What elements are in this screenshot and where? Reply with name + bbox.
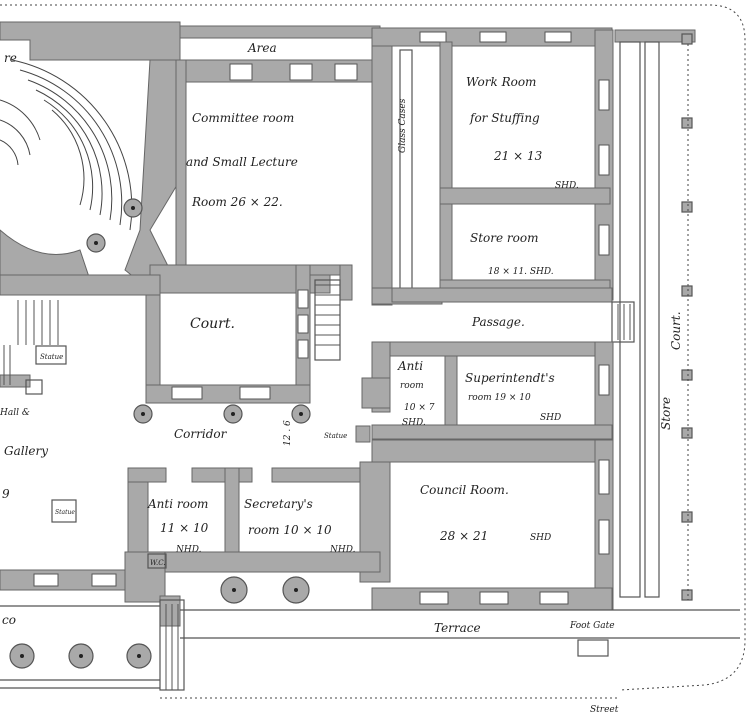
hall-gallery: Statue Hall & Gallery 9 Statue [0,274,161,523]
superintendent-room-label: Superintendt's [465,371,555,385]
gallery-label: Gallery [4,444,48,458]
store-room-dimensions: 18 × 11. SHD. [488,267,554,277]
bottom-right-label: Street [590,705,619,715]
secretary-room-dimensions: room 10 × 10 [248,523,332,537]
anti-room-2-nhd: NHD. [175,545,202,555]
corridor-dimension: 12 . 6 [283,420,293,446]
committee-room-label: Committee room [192,111,294,125]
statue-label-hall: Statue [55,509,75,516]
glass-cases-label: Glass Cases [398,98,408,153]
store-court-label-2: Court. [669,311,683,350]
terrace-label: Terrace [434,621,481,635]
statue-label-corridor: Statue [324,432,347,440]
passage-label: Passage. [471,315,525,329]
store-court-label: Store [659,397,673,430]
anti-room-1-shd: SHD. [402,418,426,428]
anti-room-1-dimensions: 10 × 7 [404,403,435,413]
superintendent-room-shd: SHD [540,413,561,423]
court-label: Court. [190,316,235,332]
superintendent-room-dimensions: room 19 × 10 [468,393,531,403]
hall-label: Hall & [0,408,30,418]
committee-room-label-2: and Small Lecture [186,155,298,169]
hall-dimension: 9 [2,487,10,501]
store-room-label: Store room [470,231,538,245]
anti-room-2-label: Anti room [147,497,208,511]
work-room-shd: SHD. [555,181,579,191]
committee-room-dimensions: Room 26 × 22. [191,195,283,209]
work-room-dimensions: 21 × 13 [493,149,543,163]
wc-label: W.C. [150,559,166,567]
council-room-label: Council Room. [420,483,509,497]
foot-gate-label: Foot Gate [569,621,615,631]
anti-room-1-label-2: room [400,381,424,391]
site-boundary [0,4,746,691]
work-room-label-2: for Stuffing [469,111,540,125]
theatre-label: re [4,51,17,65]
work-room-label: Work Room [466,75,536,89]
council-room-dimensions: 28 × 21 [439,529,488,543]
anti-room-2-dimensions: 11 × 10 [160,521,209,535]
anti-room-1-label: Anti [397,359,423,373]
council-room-shd: SHD [530,533,551,543]
corridor-label: Corridor [174,427,228,441]
secretary-room-label: Secretary's [244,497,313,511]
stairs [309,264,353,361]
area-label: Area [247,41,277,55]
secretary-room-nhd: NHD. [329,545,356,555]
bottom-left-label: co [2,613,16,627]
statue-label: Statue [40,353,63,361]
lecture-theatre: re [0,21,181,291]
